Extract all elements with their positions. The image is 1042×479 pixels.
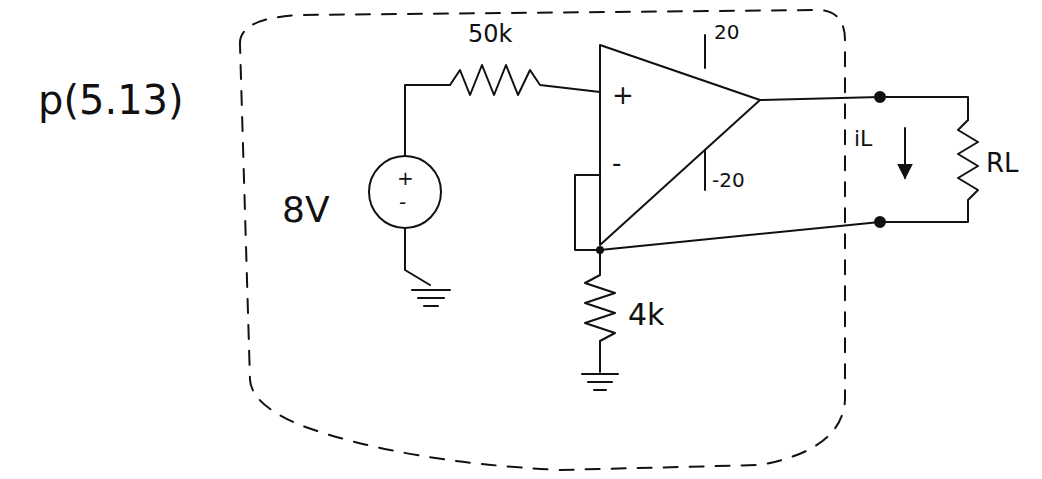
op-amp-symbol (600, 45, 760, 245)
resistor-symbol (450, 65, 600, 95)
wire (880, 97, 968, 120)
circuit-label: iL (854, 128, 872, 150)
supply-tick (704, 35, 706, 68)
wire (760, 97, 880, 100)
voltage-source-symbol (369, 156, 441, 228)
circuit-label: - (612, 150, 621, 176)
resistor-symbol (585, 250, 615, 372)
circuit-label: RL (986, 150, 1019, 176)
current-arrow (904, 128, 906, 178)
circuit-label: 4k (628, 300, 664, 330)
supply-tick (704, 150, 706, 190)
wire (405, 228, 430, 285)
circuit-label: 20 (714, 22, 739, 42)
circuit-label: p(5.13) (38, 80, 184, 120)
ground-symbol (412, 290, 450, 306)
circuit-label: + (397, 168, 414, 188)
circuit-label: 50k (468, 22, 512, 46)
circuit-label: - (399, 192, 406, 212)
ground-symbol (582, 374, 618, 390)
circuit-label: + (612, 82, 634, 108)
subcircuit-boundary (240, 10, 845, 470)
wire (405, 85, 450, 156)
resistor-symbol (880, 120, 978, 222)
circuit-label: 8V (282, 192, 330, 228)
circuit-label: -20 (712, 170, 745, 190)
